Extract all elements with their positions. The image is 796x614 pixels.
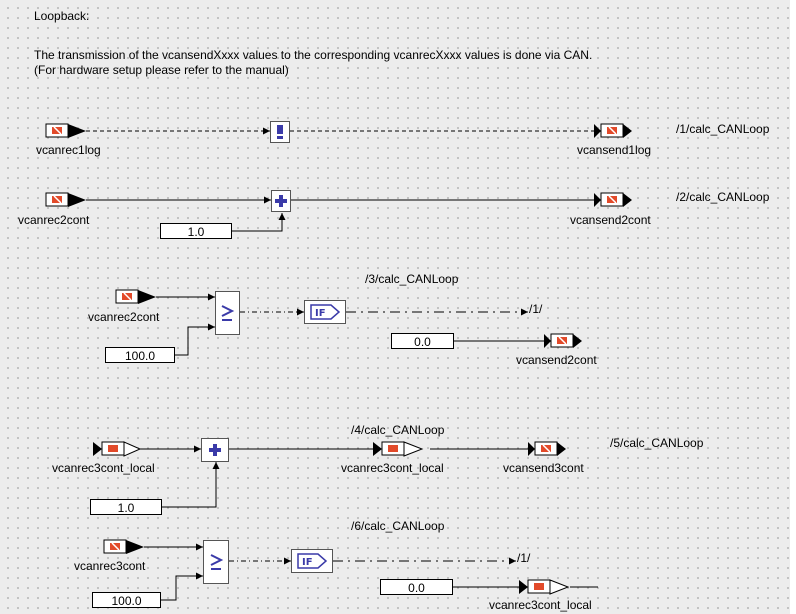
svg-text:IF: IF: [315, 308, 326, 319]
if-operator-block[interactable]: IF: [291, 549, 333, 573]
section1-task-label: /1/calc_CANLoop: [676, 122, 770, 136]
can-send-icon[interactable]: [544, 333, 582, 348]
section4-constant[interactable]: 1.0: [90, 499, 162, 515]
svg-text:IF: IF: [302, 557, 313, 568]
can-send-icon[interactable]: [594, 123, 632, 138]
can-receive-icon[interactable]: [45, 192, 86, 207]
section2-task-label: /2/calc_CANLoop: [676, 190, 770, 204]
section2-output-label: vcansend2cont: [570, 213, 651, 227]
section1-output-label: vcansend1log: [577, 143, 652, 157]
if-icon: IF: [310, 304, 341, 320]
compare-operator-block[interactable]: [203, 540, 229, 584]
can-send-icon[interactable]: [594, 192, 632, 207]
section4-output-label: vcansend3cont: [503, 461, 584, 475]
local-variable-icon[interactable]: [519, 579, 570, 595]
section1-input-label: vcanrec1log: [36, 143, 101, 157]
section3-output-label: vcansend2cont: [516, 353, 597, 367]
exclamation-icon: [277, 125, 283, 139]
section5-goto-label: /1/: [517, 551, 531, 565]
can-receive-icon[interactable]: [45, 123, 86, 138]
section3-constant[interactable]: 100.0: [105, 347, 175, 363]
section5-constant[interactable]: 100.0: [92, 592, 161, 608]
local-variable-icon[interactable]: [93, 441, 142, 457]
section3-goto-label: /1/: [529, 302, 543, 316]
section5-task-label: /6/calc_CANLoop: [351, 519, 445, 533]
section5-else-constant[interactable]: 0.0: [380, 579, 453, 595]
greater-equal-icon: [210, 554, 224, 570]
section5-input-label: vcanrec3cont: [74, 559, 146, 573]
window-right-border: [790, 0, 796, 614]
if-operator-block[interactable]: IF: [304, 300, 346, 324]
section4-task2-label: /5/calc_CANLoop: [610, 436, 704, 450]
section2-constant[interactable]: 1.0: [160, 223, 232, 239]
diagram-title: Loopback:: [34, 9, 90, 23]
if-icon: IF: [297, 553, 328, 569]
can-receive-icon[interactable]: [115, 289, 156, 304]
add-operator-block[interactable]: [201, 438, 229, 462]
section4-input-label: vcanrec3cont_local: [52, 461, 155, 475]
description-line-2: (For hardware setup please refer to the …: [34, 63, 289, 77]
can-send-icon[interactable]: [528, 441, 566, 456]
description-line-1: The transmission of the vcansendXxxx val…: [34, 48, 593, 62]
section4-mid-variable-label: vcanrec3cont_local: [341, 461, 444, 475]
plus-icon: [275, 195, 287, 207]
add-operator-block[interactable]: [271, 190, 291, 212]
not-operator-block[interactable]: [270, 121, 290, 143]
compare-operator-block[interactable]: [215, 291, 240, 335]
local-variable-icon[interactable]: [373, 441, 424, 457]
section2-input-label: vcanrec2cont: [18, 213, 90, 227]
section3-input-label: vcanrec2cont: [88, 310, 160, 324]
can-receive-icon[interactable]: [103, 539, 144, 554]
section3-else-constant[interactable]: 0.0: [391, 333, 454, 349]
greater-equal-icon: [221, 305, 235, 321]
section4-task-label: /4/calc_CANLoop: [351, 423, 445, 437]
section3-task-label: /3/calc_CANLoop: [365, 272, 459, 286]
plus-icon: [209, 444, 221, 456]
section5-output-label: vcanrec3cont_local: [489, 598, 592, 612]
